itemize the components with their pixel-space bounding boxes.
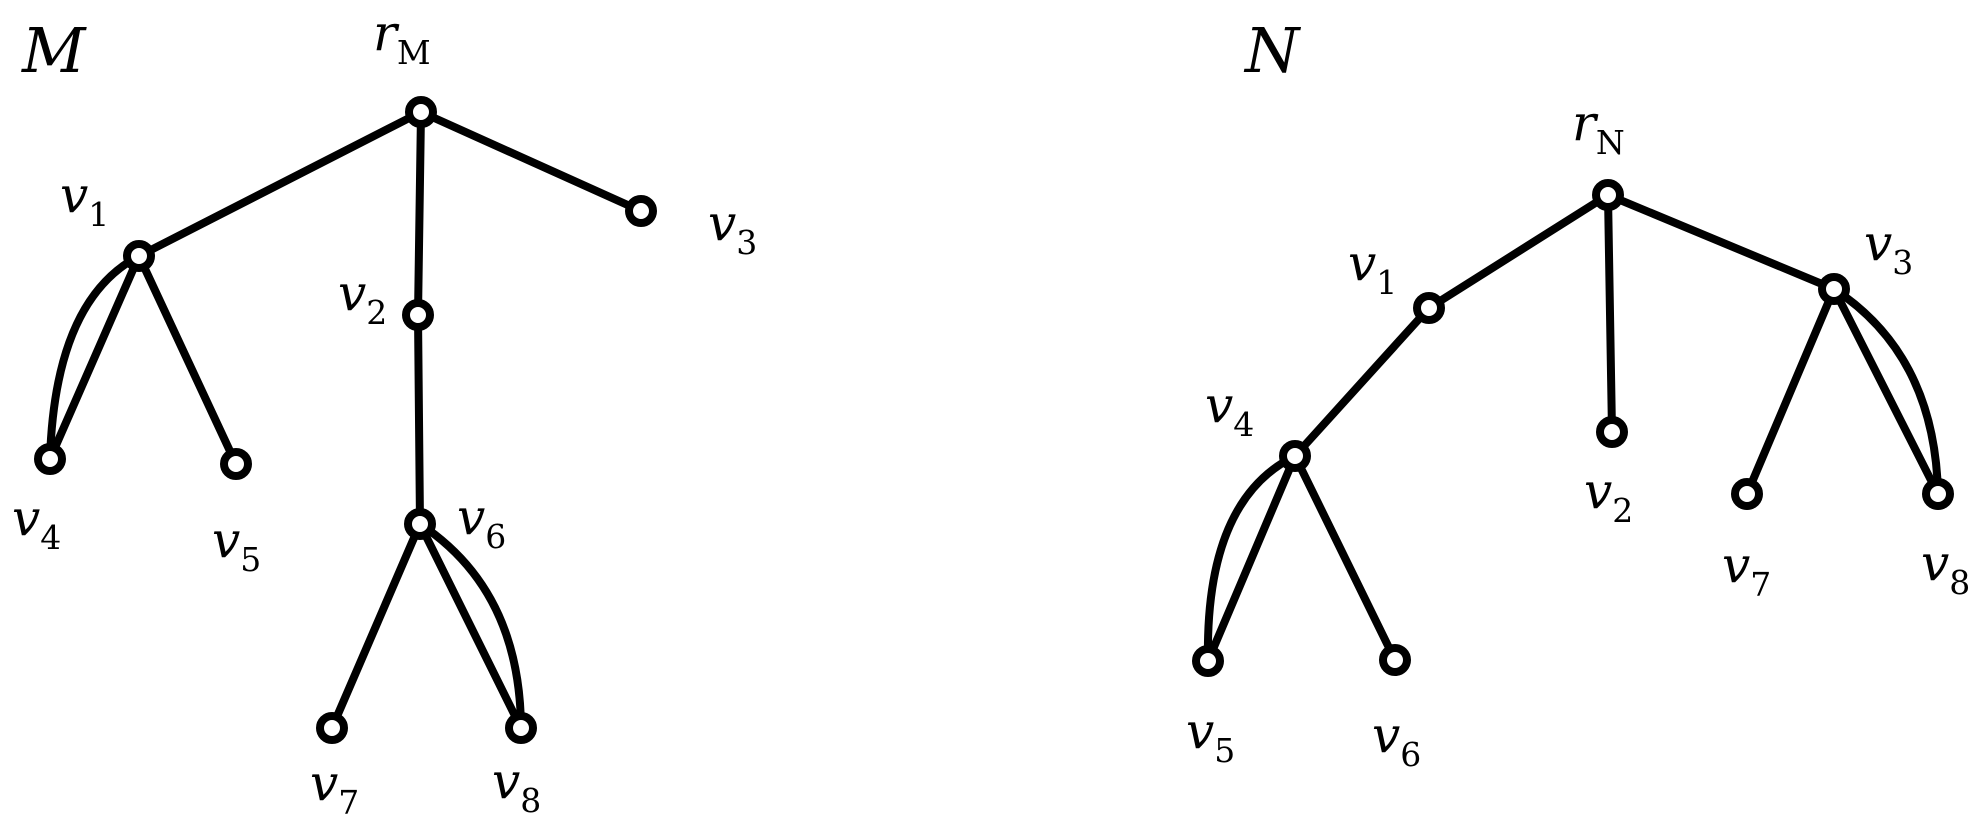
node-label-M-v4: v4 xyxy=(12,489,61,557)
node-M-v8 xyxy=(505,712,537,744)
node-label-main: v xyxy=(1348,234,1376,292)
node-N-v4 xyxy=(1279,440,1311,472)
nodes-layer xyxy=(34,96,1954,744)
node-label-sub: 7 xyxy=(338,783,359,822)
node-label-M-rM: rM xyxy=(373,4,431,72)
node-M-v2 xyxy=(402,299,434,331)
edge-M-v2-v6 xyxy=(414,311,424,528)
node-label-main: v xyxy=(310,754,338,812)
node-label-main: v xyxy=(708,194,736,252)
node-label-M-v7: v7 xyxy=(310,754,359,822)
node-label-main: v xyxy=(1921,534,1949,592)
edge-M-rM-v2 xyxy=(414,108,425,319)
node-label-main: v xyxy=(338,264,366,322)
node-label-sub: 8 xyxy=(520,781,541,820)
edge-N-v3-v8-parallel xyxy=(1830,285,1942,498)
node-label-N-v5: v5 xyxy=(1186,702,1235,770)
node-label-N-v2: v2 xyxy=(1584,462,1633,530)
edge-N-v4-v6 xyxy=(1291,452,1399,664)
edge-N-rN-v1 xyxy=(1425,191,1612,312)
node-M-rM xyxy=(405,96,437,128)
node-label-sub: 7 xyxy=(1750,565,1771,604)
edge-N-v3-v7 xyxy=(1743,285,1838,498)
node-N-v8 xyxy=(1922,478,1954,510)
node-label-N-rN: rN xyxy=(1572,94,1625,162)
node-label-sub: M xyxy=(397,33,431,72)
node-label-main: v xyxy=(1372,706,1400,764)
node-label-M-v8: v8 xyxy=(492,752,541,820)
node-label-main: v xyxy=(1722,536,1750,594)
node-N-v2 xyxy=(1596,416,1628,448)
node-label-sub: 1 xyxy=(1376,263,1397,302)
node-N-v5 xyxy=(1192,645,1224,677)
edge-M-v1-v4 xyxy=(46,252,143,463)
node-label-sub: 4 xyxy=(40,518,61,557)
node-N-rN xyxy=(1592,179,1624,211)
node-label-N-v1: v1 xyxy=(1348,234,1397,302)
node-label-N-v3: v3 xyxy=(1864,214,1913,282)
node-label-M-v6: v6 xyxy=(457,488,506,556)
node-label-main: v xyxy=(1186,702,1214,760)
node-M-v5 xyxy=(220,448,252,480)
edge-N-v3-v8 xyxy=(1830,285,1942,498)
node-label-sub: 2 xyxy=(1612,491,1633,530)
node-label-N-v6: v6 xyxy=(1372,706,1421,774)
node-M-v7 xyxy=(316,712,348,744)
node-M-v4 xyxy=(34,443,66,475)
edge-M-v1-v5 xyxy=(135,252,240,468)
edge-N-rN-v2 xyxy=(1604,191,1616,436)
node-label-main: v xyxy=(212,511,240,569)
node-label-main: r xyxy=(373,4,400,62)
node-label-main: v xyxy=(1864,214,1892,272)
node-N-v7 xyxy=(1731,478,1763,510)
edge-N-v4-v5 xyxy=(1204,452,1299,665)
node-N-v3 xyxy=(1818,273,1850,305)
edge-M-v6-v8 xyxy=(416,520,525,732)
node-label-sub: 5 xyxy=(1214,731,1235,770)
node-label-main: v xyxy=(492,752,520,810)
node-M-v1 xyxy=(123,240,155,272)
edge-M-rM-v3 xyxy=(417,108,645,215)
node-label-sub: 6 xyxy=(1400,735,1421,774)
node-label-main: v xyxy=(457,488,485,546)
node-label-main: v xyxy=(1205,376,1233,434)
edge-M-rM-v1 xyxy=(135,108,425,260)
node-label-sub: 2 xyxy=(366,293,387,332)
graph-title-M: M xyxy=(21,14,87,87)
node-label-sub: 3 xyxy=(736,223,757,262)
node-label-sub: 6 xyxy=(485,517,506,556)
edge-N-v1-v4 xyxy=(1291,304,1433,460)
edge-M-v6-v7 xyxy=(328,520,424,732)
node-label-main: r xyxy=(1572,94,1599,152)
graph-title-N: N xyxy=(1243,14,1302,87)
node-label-N-v7: v7 xyxy=(1722,536,1771,604)
node-label-sub: 4 xyxy=(1233,405,1254,444)
node-N-v6 xyxy=(1379,644,1411,676)
node-N-v1 xyxy=(1413,292,1445,324)
edge-M-v1-v4-parallel xyxy=(46,252,143,463)
node-label-N-v4: v4 xyxy=(1205,376,1254,444)
node-label-sub: 8 xyxy=(1949,563,1970,602)
node-label-main: v xyxy=(12,489,40,547)
node-label-M-v1: v1 xyxy=(60,166,109,234)
edge-M-v6-v8-parallel xyxy=(416,520,525,732)
node-label-sub: N xyxy=(1596,123,1625,162)
edges-layer xyxy=(46,108,1942,732)
edge-N-rN-v3 xyxy=(1604,191,1838,293)
node-label-main: v xyxy=(1584,462,1612,520)
node-label-M-v2: v2 xyxy=(338,264,387,332)
node-label-M-v5: v5 xyxy=(212,511,261,579)
node-M-v3 xyxy=(625,195,657,227)
node-label-sub: 1 xyxy=(88,195,109,234)
node-label-sub: 3 xyxy=(1892,243,1913,282)
node-label-N-v8: v8 xyxy=(1921,534,1970,602)
node-label-sub: 5 xyxy=(240,540,261,579)
node-label-M-v3: v3 xyxy=(708,194,757,262)
node-M-v6 xyxy=(404,508,436,540)
node-label-main: v xyxy=(60,166,88,224)
edge-N-v4-v5-parallel xyxy=(1203,452,1299,665)
